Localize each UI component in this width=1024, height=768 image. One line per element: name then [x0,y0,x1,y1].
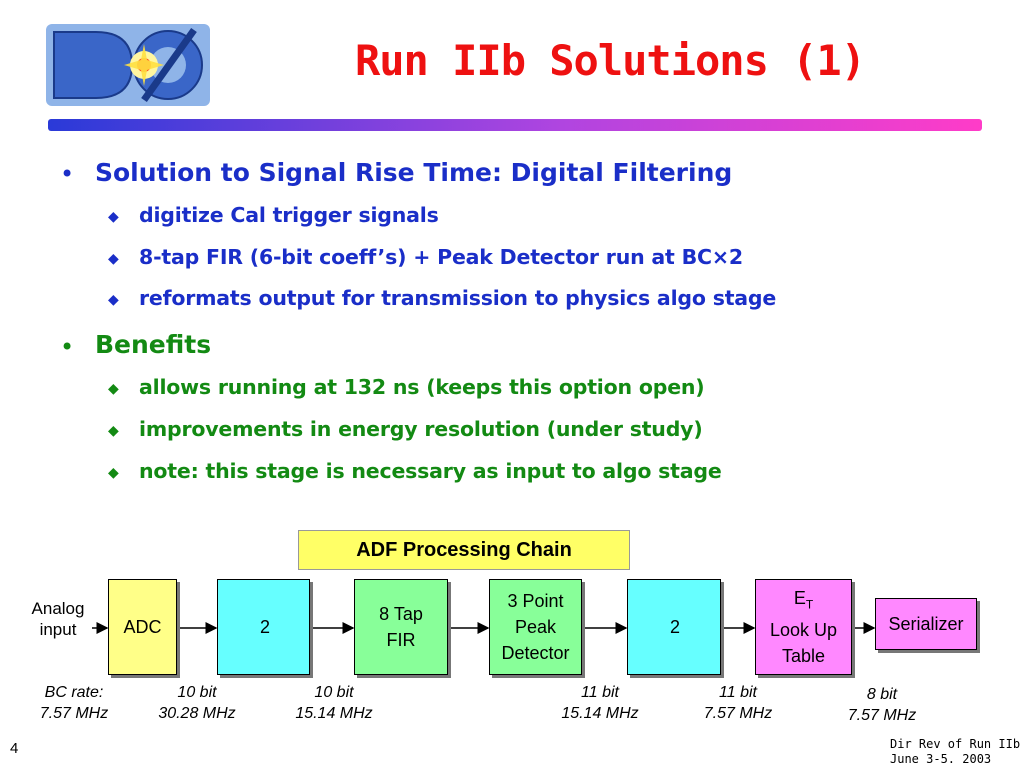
peak-label-line2: Peak [514,617,557,637]
analog-input-label: Analog input [31,599,85,639]
diamond-bullet-icon: ◆ [108,423,119,439]
footer-line2: June 3-5. 2003 [890,752,992,766]
sub-bullet: improvements in energy resolution (under… [139,417,703,441]
page-title: Run IIb Solutions (1) [354,36,866,85]
footer-line1: Dir Rev of Run IIb [890,737,1021,751]
bullet-heading: Benefits [95,330,212,359]
decimator-factor: 2 [260,617,271,637]
sub-bullet: reformats output for transmission to phy… [139,286,777,310]
rate-label-peak-out: 11 bit 15.14 MHz [548,682,652,724]
peak-label-line3: Detector [501,643,570,663]
rate-line2: 7.57 MHz [39,705,109,722]
serializer-label: Serializer [888,614,964,634]
decimator-block-1: 2 [217,579,310,675]
diamond-bullet-icon: ◆ [108,251,119,267]
rate-line1: 10 bit [314,684,354,701]
rate-line1: 11 bit [719,684,757,701]
rate-label-dec2-out: 11 bit 7.57 MHz [686,682,790,724]
et-symbol: E [793,587,806,608]
rate-line1: 10 bit [177,684,217,701]
rate-line2: 15.14 MHz [561,705,639,722]
rate-line1: 8 bit [866,686,898,703]
peak-label-line1: 3 Point [507,591,564,611]
bullet-dot: • [60,160,75,188]
et-label: ET [794,585,813,618]
rate-line2: 30.28 MHz [158,705,236,722]
title-rule [48,119,982,131]
fir-block: 8 Tap FIR [354,579,448,675]
sub-bullet: digitize Cal trigger signals [139,203,439,227]
rate-line1: BC rate: [44,684,104,701]
et-lut-block: ET Look Up Table [755,579,852,675]
decimator-factor: 2 [670,617,681,637]
diamond-bullet-icon: ◆ [108,465,119,481]
adc-block: ADC [108,579,177,675]
fir-label-line1: 8 Tap [379,604,423,624]
rate-line2: 15.14 MHz [295,705,373,722]
rate-label-adc-out: 10 bit 30.28 MHz [145,682,249,724]
footer-text: Dir Rev of Run IIb June 3-5. 2003 [890,737,1020,767]
sub-bullet: note: this stage is necessary as input t… [139,459,722,483]
sub-bullet: 8-tap FIR (6-bit coeff’s) + Peak Detecto… [139,245,743,269]
diamond-bullet-icon: ◆ [108,292,119,308]
diamond-bullet-icon: ◆ [108,209,119,225]
rate-label-bc: BC rate: 7.57 MHz [22,682,126,724]
chain-title: ADF Processing Chain [298,530,630,570]
sub-bullet: allows running at 132 ns (keeps this opt… [139,375,705,399]
peak-detector-block: 3 Point Peak Detector [489,579,582,675]
rate-label-lut-out: 8 bit 7.57 MHz [830,684,934,726]
rate-line2: 7.57 MHz [847,707,917,724]
page-number: 4 [10,740,19,757]
diamond-bullet-icon: ◆ [108,381,119,397]
adc-label: ADC [123,617,162,637]
bullet-dot: • [60,333,75,361]
rate-label-dec1-out: 10 bit 15.14 MHz [282,682,386,724]
decimator-block-2: 2 [627,579,721,675]
et-subscript: T [805,597,814,612]
rate-line2: 7.57 MHz [703,705,773,722]
d0-logo [46,24,210,106]
lut-label-line1: Look Up [769,620,838,641]
bullet-heading: Solution to Signal Rise Time: Digital Fi… [95,158,733,187]
rate-line1: 11 bit [581,684,619,701]
serializer-block: Serializer [875,598,977,650]
lut-label-line2: Table [781,646,826,667]
fir-label-line2: FIR [386,630,416,650]
